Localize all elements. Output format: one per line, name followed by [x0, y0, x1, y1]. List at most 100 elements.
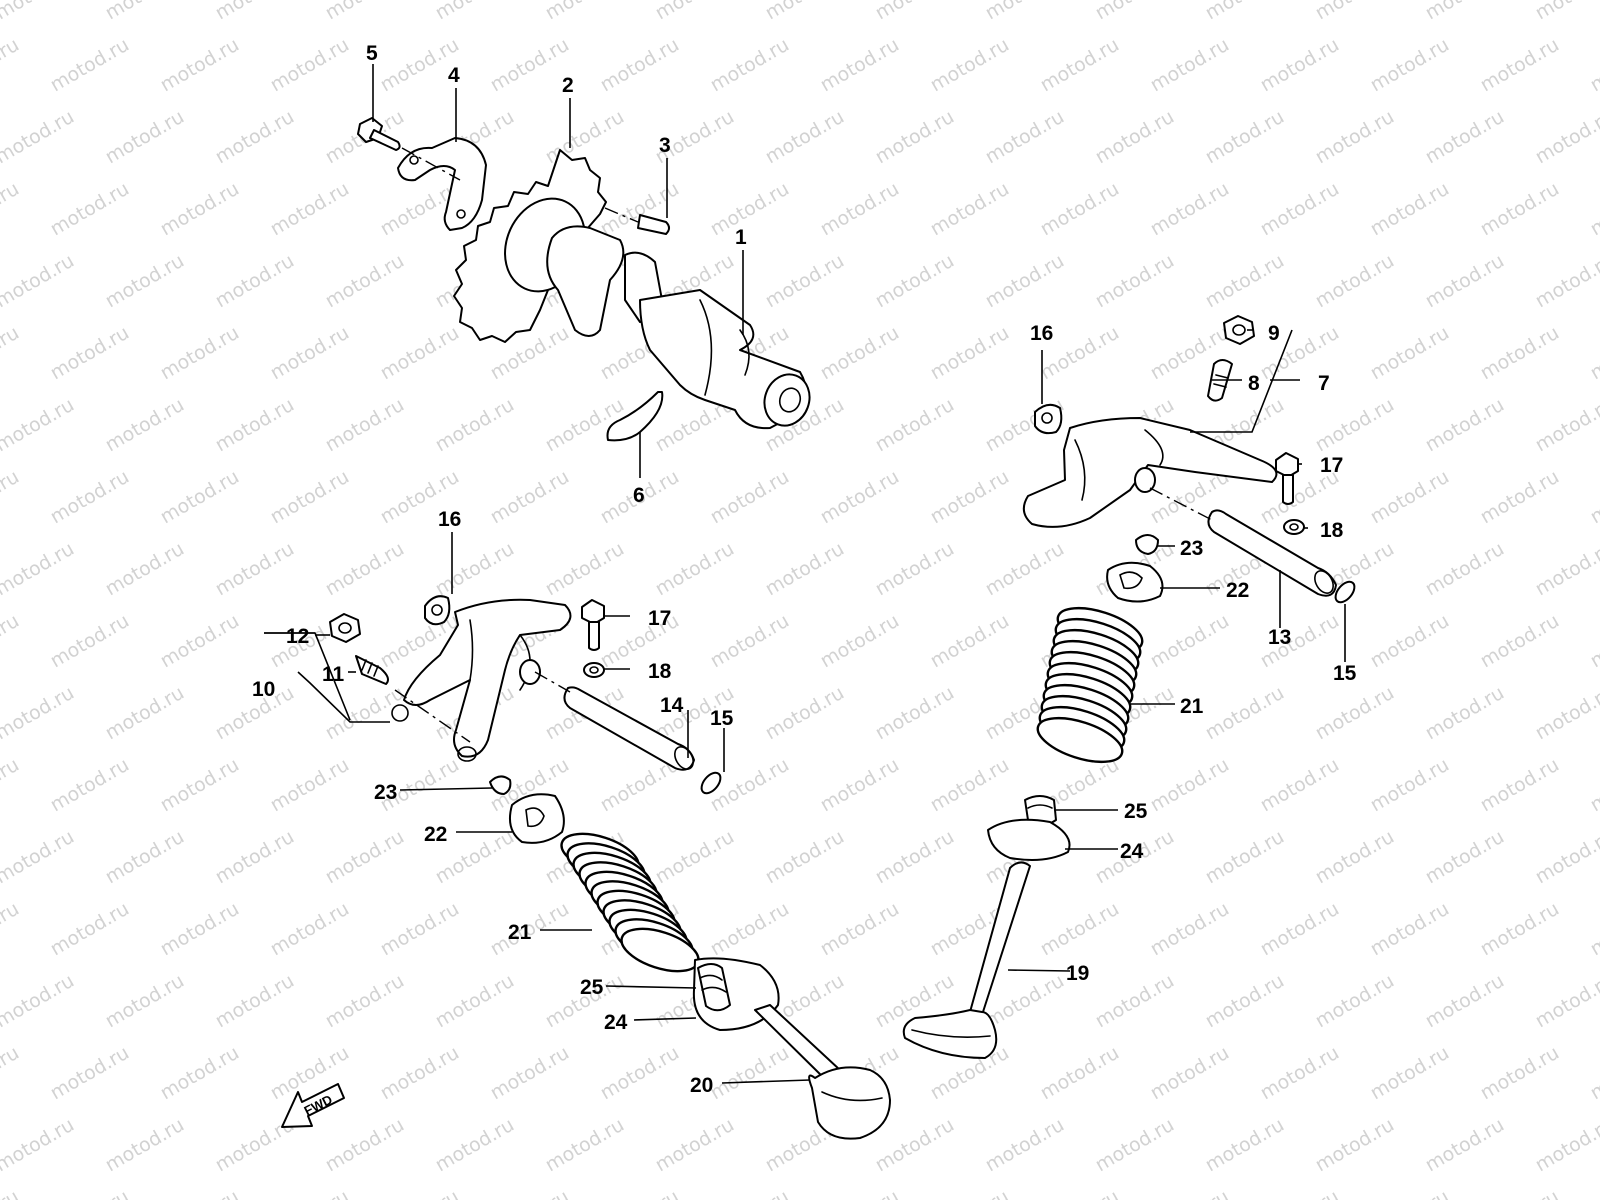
watermark-text: motod.ru [817, 466, 903, 529]
callout-11: 11 [322, 663, 345, 686]
watermark-text: motod.ru [0, 322, 23, 385]
adjuster-nut-right [1223, 315, 1255, 345]
watermark-text: motod.ru [707, 178, 793, 241]
watermark-text: motod.ru [377, 898, 463, 961]
watermark-text: motod.ru [102, 0, 188, 24]
cam-retainer-plate [397, 137, 487, 231]
watermark-text: motod.ru [322, 826, 408, 889]
watermark-text: motod.ru [212, 826, 298, 889]
watermark-text: motod.ru [0, 1114, 78, 1177]
watermark-text: motod.ru [1532, 250, 1600, 313]
watermark-text: motod.ru [1367, 1186, 1453, 1200]
callout-18a: 18 [1320, 519, 1344, 542]
plate-bolt-shank [369, 129, 401, 151]
callout-14: 14 [660, 694, 684, 717]
watermark-text: motod.ru [872, 394, 958, 457]
watermark-text: motod.ru [707, 34, 793, 97]
watermark-text: motod.ru [927, 34, 1013, 97]
watermark-text: motod.ru [817, 898, 903, 961]
watermark-text: motod.ru [817, 610, 903, 673]
watermark-text: motod.ru [1257, 178, 1343, 241]
watermark-text: motod.ru [1477, 1186, 1563, 1200]
watermark-text: motod.ru [0, 826, 78, 889]
watermark-text: motod.ru [927, 610, 1013, 673]
washer-left [583, 662, 605, 678]
valve-cotter-left [489, 775, 512, 795]
rocker-bolt-left [581, 599, 605, 625]
exhaust-valve-head [808, 1066, 891, 1140]
watermark-text: motod.ru [1367, 898, 1453, 961]
watermark-text: motod.ru [1367, 1042, 1453, 1105]
watermark-text: motod.ru [1037, 178, 1123, 241]
watermark-text: motod.ru [1312, 106, 1398, 169]
watermark-text: motod.ru [1092, 106, 1178, 169]
watermark-text: motod.ru [1312, 1114, 1398, 1177]
watermark-text: motod.ru [542, 1114, 628, 1177]
watermark-text: motod.ru [47, 466, 133, 529]
watermark-text: motod.ru [102, 970, 188, 1033]
watermark-text: motod.ru [487, 1042, 573, 1105]
watermark-text: motod.ru [817, 322, 903, 385]
watermark-text: motod.ru [47, 610, 133, 673]
rocker-shaft-left [563, 686, 695, 771]
callout-23a: 23 [1180, 537, 1203, 560]
watermark-text: motod.ru [1477, 34, 1563, 97]
watermark-text: motod.ru [1422, 538, 1508, 601]
watermark-text: motod.ru [102, 394, 188, 457]
watermark-text: motod.ru [0, 1042, 23, 1105]
watermark-text: motod.ru [1202, 826, 1288, 889]
watermark-text: motod.ru [47, 1042, 133, 1105]
watermark-text: motod.ru [212, 394, 298, 457]
watermark-text: motod.ru [1092, 1114, 1178, 1177]
watermark-text: motod.ru [1532, 826, 1600, 889]
callout-4: 4 [448, 64, 460, 87]
watermark-text: motod.ru [322, 250, 408, 313]
watermark-text: motod.ru [1312, 970, 1398, 1033]
watermark-text: motod.ru [927, 754, 1013, 817]
watermark-text: motod.ru [707, 466, 793, 529]
watermark-text: motod.ru [982, 250, 1068, 313]
watermark-text: motod.ru [982, 1114, 1068, 1177]
watermark-text: motod.ru [1422, 394, 1508, 457]
spring-coil [1036, 716, 1124, 764]
watermark-text: motod.ru [322, 682, 408, 745]
watermark-text: motod.ru [432, 394, 518, 457]
watermark-text: motod.ru [377, 1042, 463, 1105]
watermark-text: motod.ru [47, 1186, 133, 1200]
intake-valve-stem [969, 861, 1031, 1016]
watermark-text: motod.ru [157, 1186, 243, 1200]
watermark-text: motod.ru [1587, 610, 1600, 673]
watermark-text: motod.ru [1587, 178, 1600, 241]
watermark-text: motod.ru [212, 970, 298, 1033]
watermark-text: motod.ru [872, 0, 958, 24]
watermark-text: motod.ru [1367, 178, 1453, 241]
watermark-text: motod.ru [817, 754, 903, 817]
watermark-text: motod.ru [707, 1042, 793, 1105]
left-valve-group [560, 832, 891, 1140]
watermark-text: motod.ru [157, 178, 243, 241]
watermark-text: motod.ru [157, 34, 243, 97]
valve-spring-left [560, 832, 700, 973]
watermark-text: motod.ru [212, 250, 298, 313]
watermark-text: motod.ru [1312, 394, 1398, 457]
watermark-text: motod.ru [1092, 0, 1178, 24]
watermark-text: motod.ru [157, 322, 243, 385]
watermark-text: motod.ru [982, 106, 1068, 169]
watermark-text: motod.ru [1202, 250, 1288, 313]
rocker-bolt-right [1275, 452, 1299, 478]
watermark-text: motod.ru [377, 322, 463, 385]
watermark-text: motod.ru [872, 538, 958, 601]
fwd-arrow-icon [281, 1083, 345, 1128]
watermark-text: motod.ru [817, 34, 903, 97]
watermark-text: motod.ru [872, 106, 958, 169]
watermark-text: motod.ru [1037, 34, 1123, 97]
watermark-text: motod.ru [872, 1114, 958, 1177]
watermark-text: motod.ru [0, 34, 23, 97]
callout-23b: 23 [374, 781, 397, 804]
watermark-text: motod.ru [542, 0, 628, 24]
callout-22b: 22 [424, 823, 447, 846]
watermark-text: motod.ru [487, 466, 573, 529]
watermark-text: motod.ru [1422, 0, 1508, 24]
